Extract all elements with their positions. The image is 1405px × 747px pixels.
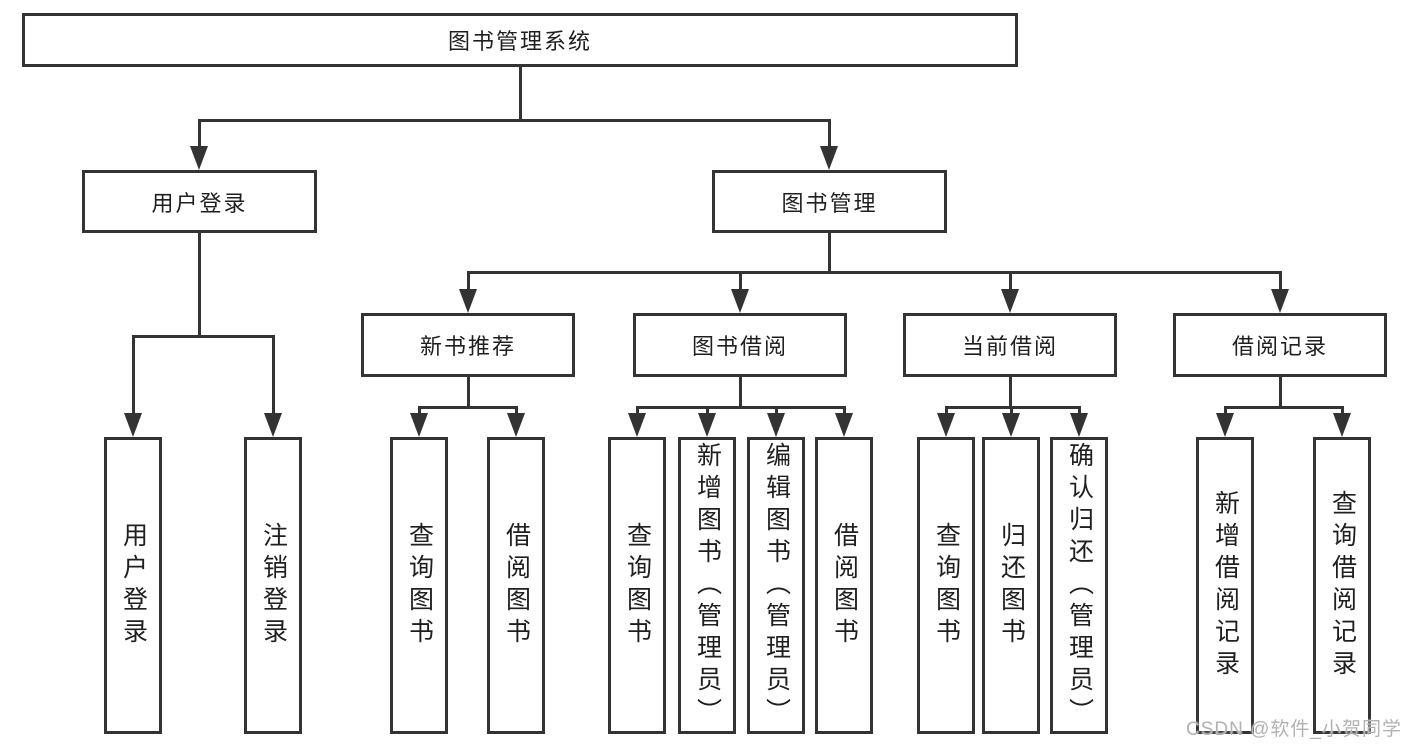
connector-records-stem-2 (1341, 406, 1344, 418)
node-book-borrow: 图书借阅 (633, 313, 847, 377)
arrow-to-current-borrow (1001, 289, 1019, 313)
connector-current-horizontal (945, 406, 1081, 409)
connector-mgmt-stem-2 (739, 271, 742, 293)
connector-root-vertical (519, 67, 522, 119)
connector-mgmt-vertical (828, 233, 831, 274)
leaf-bb-edit-books-admin-label: 编辑图书（管理员） (762, 441, 791, 730)
node-book-management: 图书管理 (712, 170, 947, 233)
connector-records-vertical (1279, 377, 1282, 409)
leaf-rec-borrow-books: 借阅图书 (487, 437, 545, 734)
node-user-login: 用户登录 (82, 170, 317, 233)
leaf-bb-query-books-label: 查询图书 (623, 521, 652, 650)
connector-rec-stem-1 (418, 406, 421, 418)
leaf-br-query-record-label: 查询借阅记录 (1328, 489, 1357, 682)
connector-rec-stem-2 (515, 406, 518, 418)
node-current-borrow: 当前借阅 (903, 313, 1117, 377)
leaf-logout-label: 注销登录 (259, 521, 288, 650)
leaf-bb-borrow-books-label: 借阅图书 (830, 521, 859, 650)
arrow-borrow-leaf-1 (628, 413, 646, 437)
leaf-bb-borrow-books: 借阅图书 (815, 437, 873, 734)
node-root: 图书管理系统 (22, 13, 1018, 67)
leaf-br-query-record: 查询借阅记录 (1313, 437, 1371, 734)
arrow-to-leaf-logout (264, 413, 282, 437)
connector-borrow-stem-4 (843, 406, 846, 418)
connector-current-vertical (1009, 377, 1012, 409)
leaf-cb-confirm-return-admin: 确认归还（管理员） (1050, 437, 1108, 734)
leaf-cb-return-books-label: 归还图书 (997, 521, 1026, 650)
connector-mgmt-stem-4 (1279, 271, 1282, 293)
connector-login-stem-2 (272, 335, 275, 417)
leaf-cb-query-books-label: 查询图书 (932, 521, 961, 650)
connector-login-vertical (198, 233, 201, 337)
connector-current-stem-1 (945, 406, 948, 418)
connector-borrow-stem-1 (636, 406, 639, 418)
leaf-user-login-label: 用户登录 (119, 521, 148, 650)
arrow-to-leaf-user-login (124, 413, 142, 437)
connector-mgmt-horizontal (467, 271, 1281, 274)
connector-mgmt-stem-3 (1009, 271, 1012, 293)
leaf-br-add-record: 新增借阅记录 (1196, 437, 1254, 734)
arrow-to-book-borrow (731, 289, 749, 313)
leaf-bb-query-books: 查询图书 (608, 437, 666, 734)
arrow-records-leaf-2 (1333, 413, 1351, 437)
connector-records-stem-1 (1224, 406, 1227, 418)
leaf-bb-edit-books-admin: 编辑图书（管理员） (747, 437, 805, 734)
connector-rec-vertical (467, 377, 470, 409)
connector-borrow-stem-3 (775, 406, 778, 418)
leaf-bb-add-books-admin-label: 新增图书（管理员） (693, 441, 722, 730)
leaf-bb-add-books-admin: 新增图书（管理员） (678, 437, 736, 734)
leaf-rec-query-books: 查询图书 (390, 437, 448, 734)
node-borrow-records: 借阅记录 (1173, 313, 1387, 377)
connector-borrow-stem-2 (706, 406, 709, 418)
arrow-borrow-leaf-3 (767, 413, 785, 437)
connector-records-horizontal (1224, 406, 1344, 409)
connector-current-stem-3 (1078, 406, 1081, 418)
node-new-book-rec: 新书推荐 (361, 313, 575, 377)
csdn-watermark: CSDN @软件_小贺同学 (1186, 719, 1402, 740)
leaf-cb-query-books: 查询图书 (917, 437, 975, 734)
arrow-current-leaf-3 (1070, 413, 1088, 437)
arrow-to-new-book-rec (459, 289, 477, 313)
arrow-borrow-leaf-4 (835, 413, 853, 437)
connector-current-stem-2 (1010, 406, 1013, 418)
arrow-rec-leaf-1 (410, 413, 428, 437)
connector-login-horizontal (132, 335, 275, 338)
arrow-to-borrow-records (1271, 289, 1289, 313)
leaf-user-login: 用户登录 (104, 437, 162, 734)
arrow-current-leaf-2 (1002, 413, 1020, 437)
arrow-borrow-leaf-2 (698, 413, 716, 437)
arrow-current-leaf-1 (937, 413, 955, 437)
leaf-logout: 注销登录 (244, 437, 302, 734)
leaf-br-add-record-label: 新增借阅记录 (1211, 489, 1240, 682)
leaf-cb-confirm-return-admin-label: 确认归还（管理员） (1065, 441, 1094, 730)
connector-mgmt-stem-1 (467, 271, 470, 293)
arrow-to-book-management (820, 146, 838, 170)
arrow-rec-leaf-2 (507, 413, 525, 437)
leaf-rec-borrow-books-label: 借阅图书 (502, 521, 531, 650)
connector-rec-horizontal (418, 406, 518, 409)
connector-root-horizontal (198, 119, 831, 122)
arrow-records-leaf-1 (1216, 413, 1234, 437)
leaf-cb-return-books: 归还图书 (982, 437, 1040, 734)
connector-root-stem-left (198, 119, 201, 150)
connector-borrow-horizontal (636, 406, 846, 409)
connector-login-stem-1 (132, 335, 135, 417)
connector-root-stem-right (828, 119, 831, 150)
leaf-rec-query-books-label: 查询图书 (405, 521, 434, 650)
connector-borrow-vertical (739, 377, 742, 409)
arrow-to-user-login (190, 146, 208, 170)
